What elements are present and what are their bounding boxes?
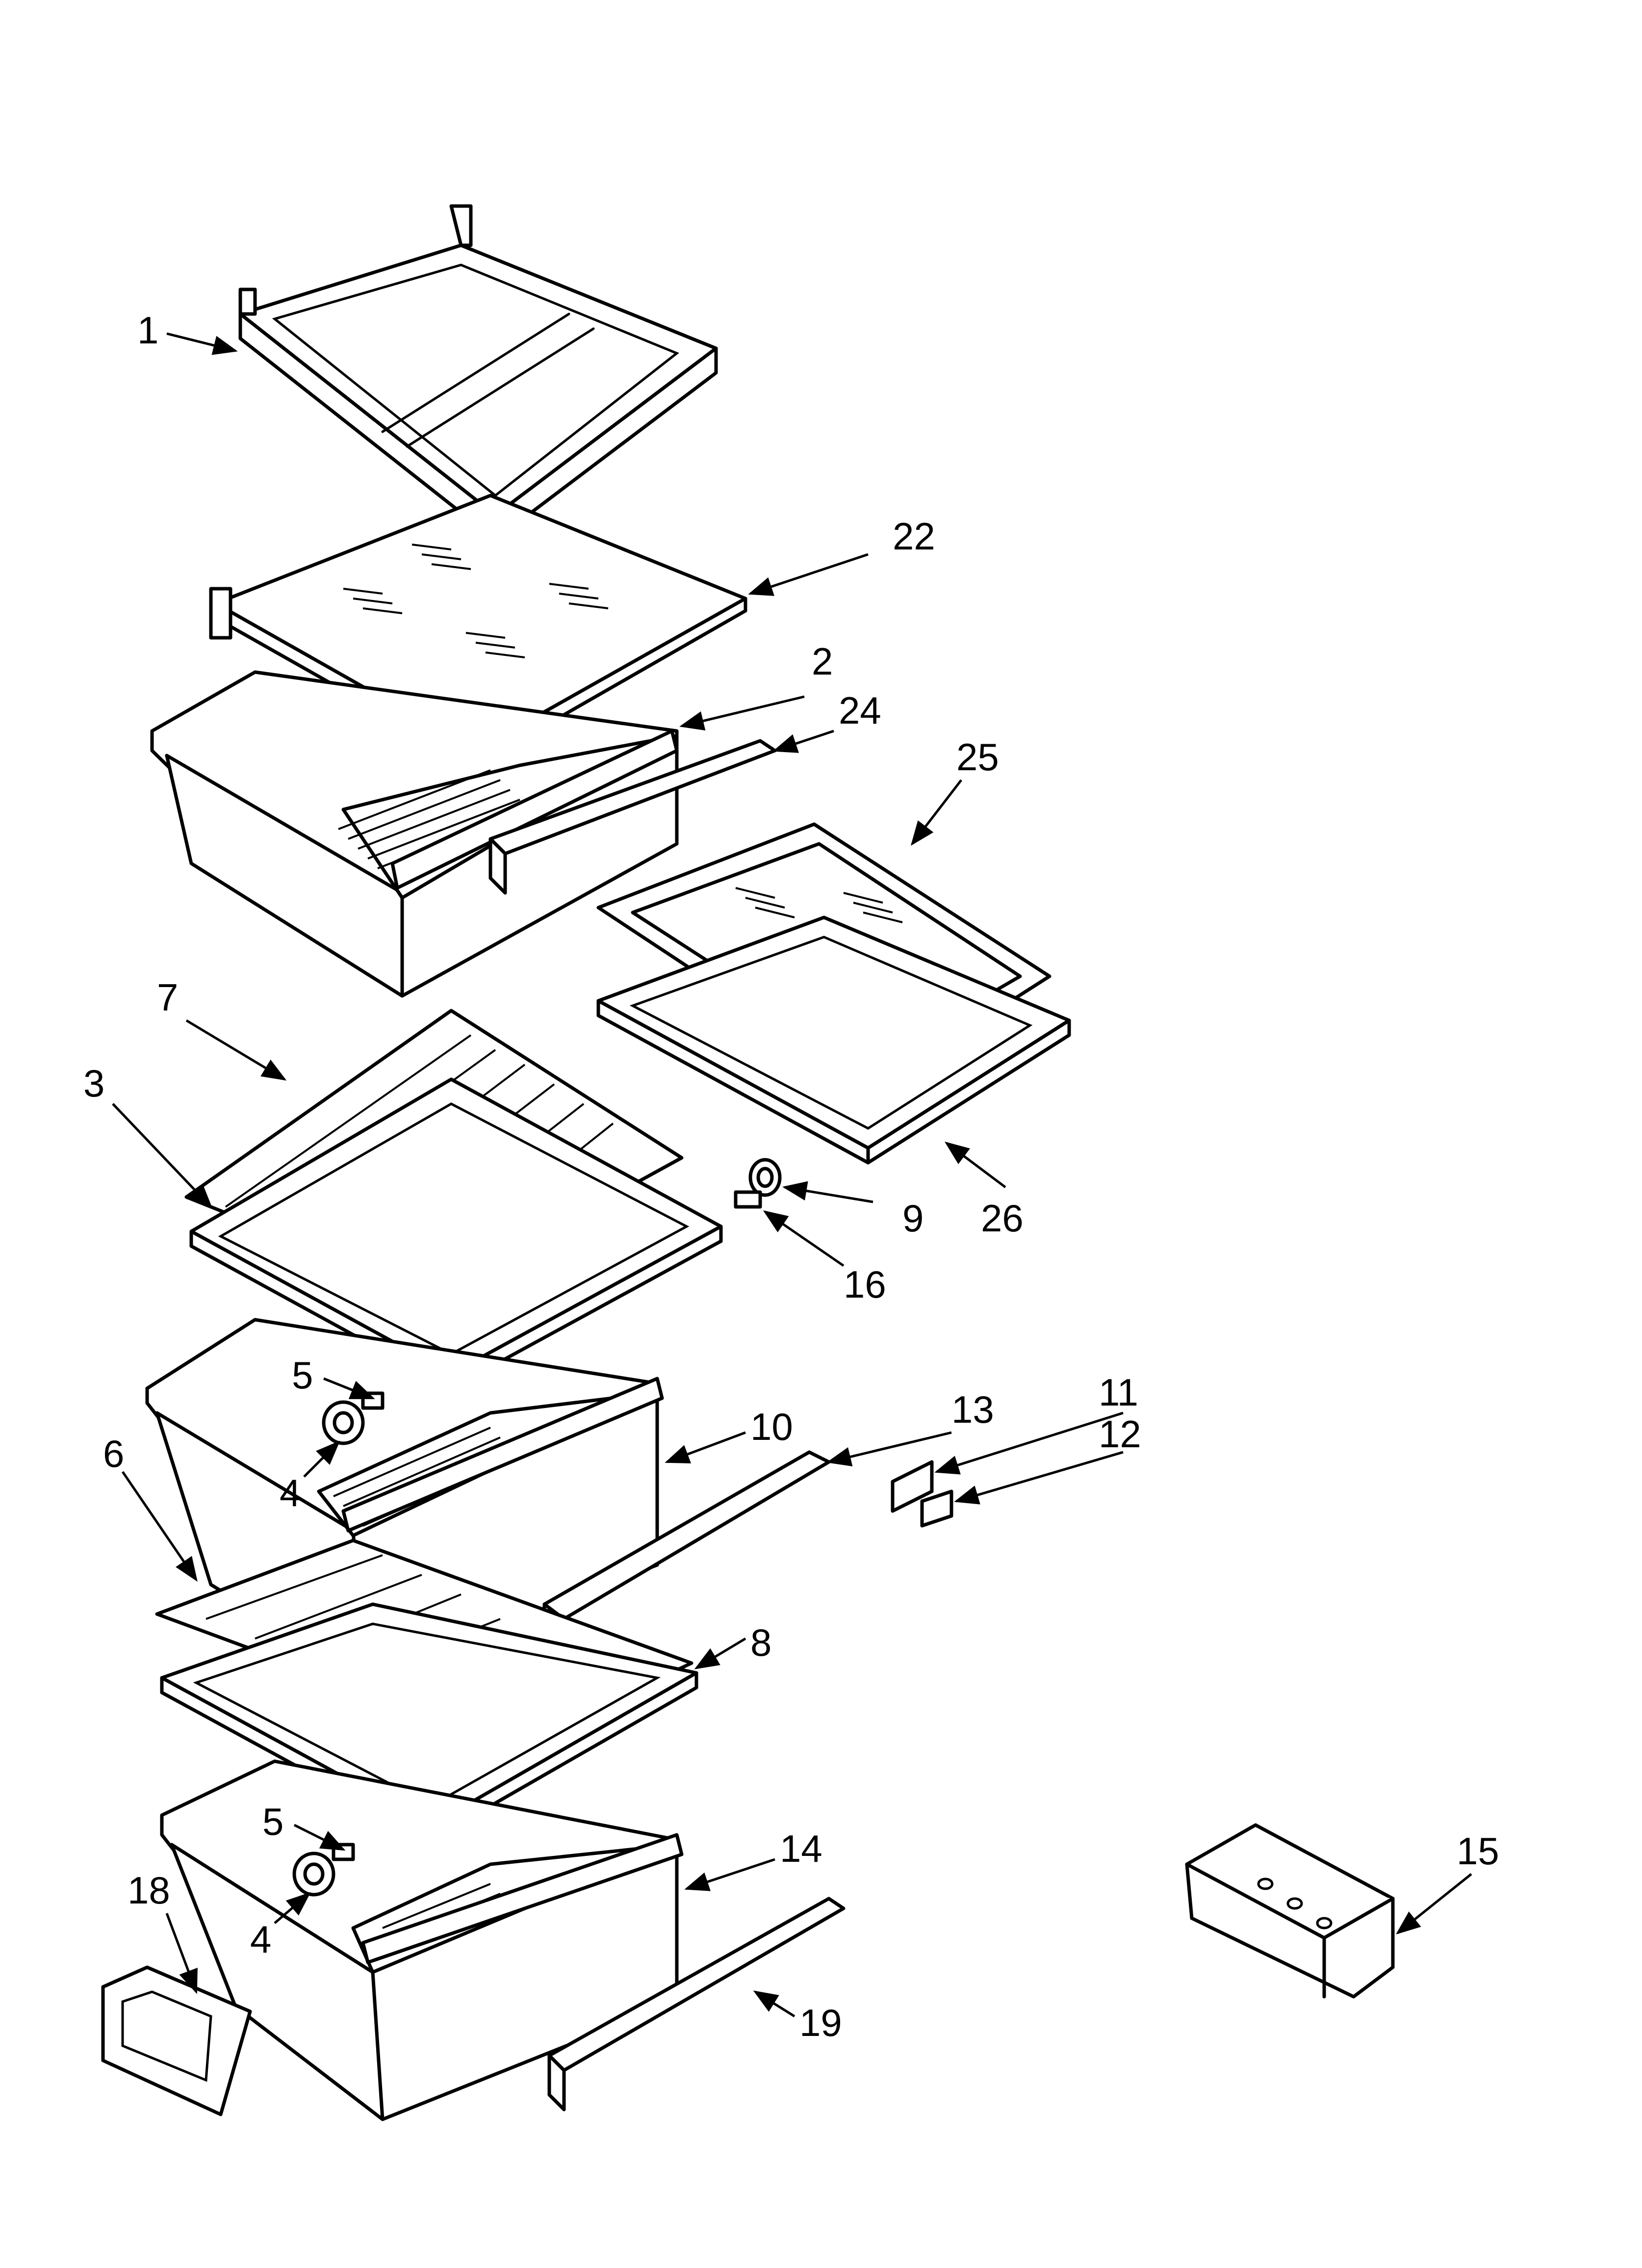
leader-16 xyxy=(763,1210,845,1267)
callout-1: 1 xyxy=(137,309,158,352)
callout-8: 8 xyxy=(750,1621,771,1664)
part-24-drawer-cover-strip xyxy=(488,739,777,895)
part-12-humidity-control-body xyxy=(920,1489,953,1528)
leader-26 xyxy=(945,1142,1006,1188)
leader-12 xyxy=(954,1451,1124,1505)
callout-15: 15 xyxy=(1457,1829,1499,1873)
leader-9 xyxy=(782,1181,873,1203)
part-15-bin xyxy=(1185,1823,1395,1999)
callout-18: 18 xyxy=(128,1869,170,1912)
leader-11 xyxy=(934,1411,1124,1475)
part-16-screw xyxy=(734,1190,762,1209)
callout-16: 16 xyxy=(844,1263,886,1306)
leader-lines xyxy=(112,332,1472,2018)
leader-24 xyxy=(772,730,834,753)
callout-2: 2 xyxy=(812,640,833,683)
part-2-crisper-drawer xyxy=(150,670,679,998)
leader-4a xyxy=(303,1440,340,1478)
callout-5-upper: 5 xyxy=(292,1354,313,1397)
leader-13 xyxy=(826,1431,952,1466)
callout-9: 9 xyxy=(902,1197,924,1240)
leader-10 xyxy=(665,1431,746,1463)
leader-4b xyxy=(274,1892,311,1924)
part-1-shelf-frame xyxy=(238,204,718,542)
callout-22: 22 xyxy=(893,515,935,558)
leader-5a xyxy=(323,1377,375,1400)
callout-5-lower: 5 xyxy=(262,1800,283,1843)
part-14-crisper-drawer xyxy=(160,1759,684,2121)
leader-1 xyxy=(166,332,238,355)
part-9-roller xyxy=(748,1158,782,1197)
callout-4-upper: 4 xyxy=(280,1471,301,1514)
leader-14 xyxy=(684,1858,775,1891)
callout-25: 25 xyxy=(956,735,999,779)
leader-3 xyxy=(112,1103,213,1209)
callout-11: 11 xyxy=(1099,1371,1138,1414)
callout-24: 24 xyxy=(839,689,881,732)
callout-12: 12 xyxy=(1099,1412,1141,1456)
callout-14: 14 xyxy=(780,1827,822,1870)
callout-6: 6 xyxy=(103,1432,124,1475)
leader-19 xyxy=(753,1990,795,2018)
part-4-drawer-roller-upper xyxy=(322,1400,365,1445)
callout-13: 13 xyxy=(951,1388,994,1431)
leader-8 xyxy=(694,1637,746,1669)
leader-2 xyxy=(679,695,805,730)
leader-18 xyxy=(165,1913,198,1994)
leader-5b xyxy=(293,1824,346,1851)
callout-7: 7 xyxy=(157,976,178,1019)
part-19-drawer-cover-strip xyxy=(547,1897,846,2112)
callout-4-lower: 4 xyxy=(250,1918,271,1961)
callout-19: 19 xyxy=(799,2001,842,2044)
part-18-drawer-label xyxy=(101,1965,252,2116)
callout-10: 10 xyxy=(750,1405,793,1448)
leader-7 xyxy=(185,1019,287,1081)
part-26-shelf-frame-right xyxy=(596,915,1071,1165)
part-4-drawer-roller-lower xyxy=(292,1851,335,1897)
leader-22 xyxy=(748,553,869,596)
leader-15 xyxy=(1396,1873,1472,1935)
callout-3: 3 xyxy=(83,1062,104,1105)
callout-26: 26 xyxy=(981,1197,1024,1240)
leader-25 xyxy=(910,779,962,846)
leader-6 xyxy=(121,1471,198,1582)
part-11-humidity-control-slide xyxy=(891,1460,934,1513)
callout-labels: 1 22 2 24 25 7 3 9 26 16 5 4 10 13 11 12… xyxy=(83,309,1499,2044)
